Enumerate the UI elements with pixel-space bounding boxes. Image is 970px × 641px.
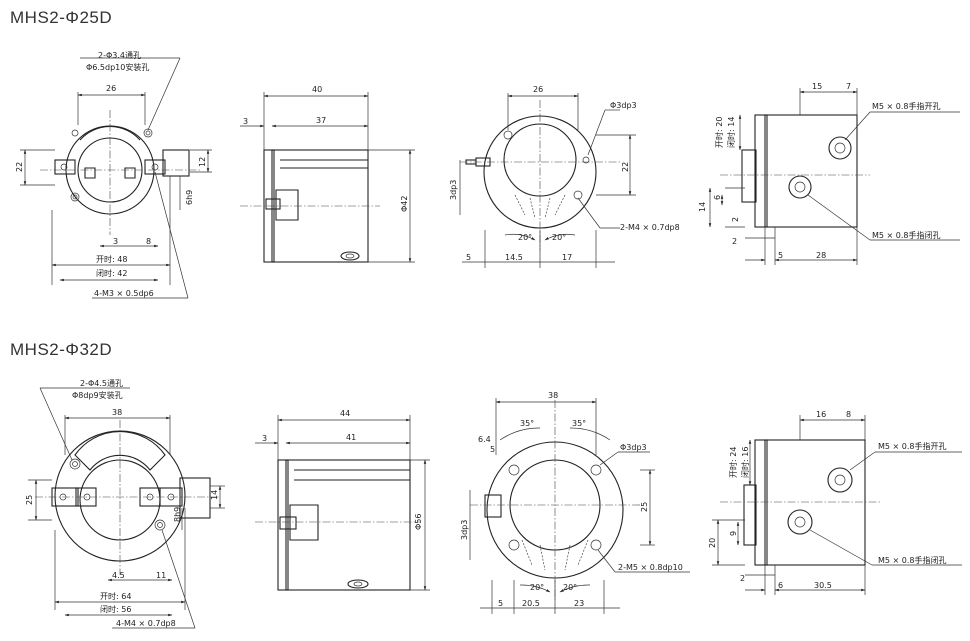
dim-rear-top-25: 26 [533,85,543,94]
model-title-32: MHS2-Φ32D [10,340,113,359]
angle-left-32: 20° [530,583,544,592]
rear-thread-25: 2-M4 × 0.7dp8 [620,223,680,232]
side-view-25: 40 3 37 Φ42 [240,85,415,263]
angle-top-left-32: 35° [520,419,534,428]
dim-rear-17-32: 23 [574,599,584,608]
dim-port-14-25: 14 [698,202,707,212]
dim-front-right-25: 12 [198,157,207,167]
dim-port-5-25: 5 [778,251,783,260]
dim-front-left-25: 22 [15,162,24,172]
dim-front-3-32: 4.5 [112,571,125,580]
thread-note-25: 4-M3 × 0.5dp6 [94,289,154,298]
dim-rear-left-32: 3dp3 [460,520,469,540]
dim-front-8-32: 11 [156,571,166,580]
dim-open-32: 开时: 64 [100,591,131,601]
dim-side-dia-25: Φ42 [400,196,409,212]
dim-side-total-25: 40 [312,85,322,94]
angle-right-25: 20° [552,233,566,242]
thread-note-32: 4-M4 × 0.7dp8 [116,619,176,628]
port-open-label-32: 开时: 24 [728,447,738,478]
rear-view-32: 38 35° 35° 6.4 5 Φ3dp3 25 3dp3 20° 20° 2… [460,391,690,614]
dim-rear-5-32: 5 [498,599,503,608]
dim-port-6-32: 9 [729,531,738,536]
dim-side-total-32: 44 [340,409,350,418]
dim-port-2h-25: 2 [732,237,737,246]
side-view-32: 44 3 41 Φ56 [255,409,430,591]
port-open-note-25: M5 × 0.8手指开孔 [872,101,941,111]
dim-port-5-32: 6 [778,581,783,590]
dim-rear-left-25: 3dp3 [449,180,458,200]
dim-port-7-32: 8 [846,410,851,419]
angle-top-right-32: 35° [572,419,586,428]
dim-front-left-32: 25 [25,495,34,505]
dim-front-8-25: 8 [146,237,151,246]
angle-right-32: 20° [563,583,577,592]
dim-front-top-25: 26 [106,84,116,93]
port-closed-label-32: 闭时: 16 [740,447,750,478]
dim-front-h9-25: 6h9 [185,190,194,205]
dim-rear-top-32: 38 [548,391,558,400]
dim-side-dia-32: Φ56 [414,514,423,530]
note-hole-2-25: Φ6.5dp10安装孔 [86,62,149,72]
dim-side-3-32: 3 [262,434,267,443]
port-view-25: 15 7 开时: 20 闭时: 14 6 14 2 2 5 28 M5 × 0.… [698,82,960,265]
rear-thread-32: 2-M5 × 0.8dp10 [618,563,683,572]
dim-front-h9-32: 8h9 [173,507,182,522]
dim-closed-32: 闭时: 56 [100,604,131,614]
port-close-note-25: M5 × 0.8手指闭孔 [872,230,941,240]
port-open-note-32: M5 × 0.8手指开孔 [878,441,947,451]
model-title-25: MHS2-Φ25D [10,8,113,27]
port-open-label-25: 开时: 20 [714,117,724,148]
note-hole-2-32: Φ8dp9安装孔 [72,390,123,400]
front-view-32: 2-Φ4.5通孔 Φ8dp9安装孔 38 25 14 8h9 4.5 11 开时… [25,378,225,629]
dim-rear-64-32: 6.4 [478,435,491,444]
rear-pin-32: Φ3dp3 [620,443,647,452]
port-view-32: 16 8 开时: 24 闭时: 16 9 20 2 6 30.5 M5 × 0.… [708,410,962,595]
dim-port-2v-25: 2 [731,217,740,222]
dim-open-25: 开时: 48 [96,254,127,264]
dim-rear-5t-32: 5 [490,445,495,454]
dim-rear-5-25: 5 [466,253,471,262]
rear-pin-25: Φ3dp3 [610,101,637,110]
port-close-note-32: M5 × 0.8手指闭孔 [878,555,947,565]
dim-side-37-32: 41 [346,433,356,442]
dim-port-28-32: 30.5 [814,581,832,590]
dim-port-2h-32: 2 [740,574,745,583]
note-hole-1-32: 2-Φ4.5通孔 [80,378,123,388]
dim-rear-right-25: 22 [621,162,630,172]
note-hole-1-25: 2-Φ3.4通孔 [98,50,141,60]
dim-port-15-25: 15 [812,82,822,91]
dim-port-28-25: 28 [816,251,826,260]
dim-port-7-25: 7 [846,82,851,91]
dim-port-14-32: 20 [708,538,717,548]
dim-rear-145-32: 20.5 [522,599,540,608]
dim-side-37-25: 37 [316,116,326,125]
angle-left-25: 20° [518,233,532,242]
dim-port-15-32: 16 [816,410,826,419]
dim-closed-25: 闭时: 42 [96,268,127,278]
dim-port-6-25: 6 [713,195,722,200]
dim-front-top-32: 38 [112,408,122,417]
dim-rear-145-25: 14.5 [505,253,523,262]
rear-view-25: 26 Φ3dp3 22 3dp3 20° 20° 2-M4 × 0.7dp8 5… [449,85,680,268]
front-view-25: 2-Φ3.4通孔 Φ6.5dp10安装孔 26 22 12 6h9 3 8 开时… [15,50,212,299]
dim-rear-right-32: 25 [640,502,649,512]
port-closed-label-25: 闭时: 14 [726,117,736,148]
dim-side-3-25: 3 [243,117,248,126]
dim-front-3-25: 3 [113,237,118,246]
dim-front-right-32: 14 [210,490,219,500]
dim-rear-17-25: 17 [562,253,572,262]
